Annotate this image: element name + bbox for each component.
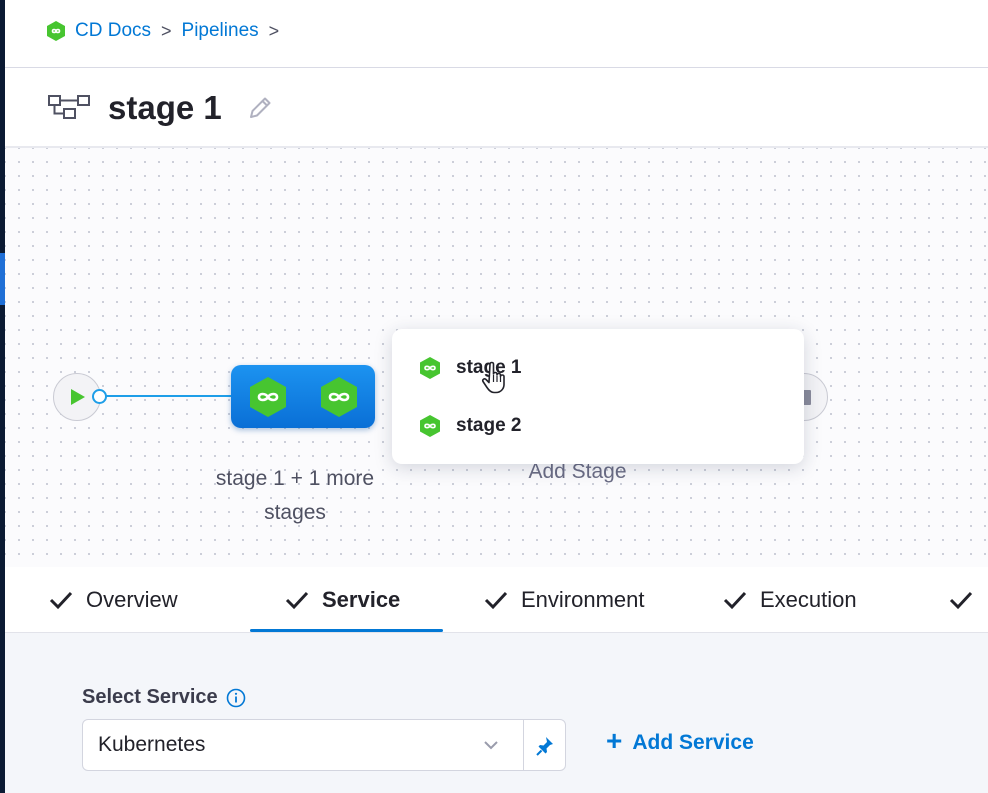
popover-stage-label: stage 1 [456,357,522,378]
popover-stage-label: stage 2 [456,415,522,436]
breadcrumb-project-link[interactable]: CD Docs [75,20,152,41]
stage-connector-line [106,395,232,397]
check-icon [285,591,309,610]
select-service-label: Select Service [82,686,246,709]
check-icon [484,591,508,610]
select-service-label-text: Select Service [82,686,218,708]
page-title: stage 1 [108,89,222,126]
left-nav-strip [0,0,5,793]
service-select-dropdown[interactable]: Kubernetes [82,719,524,771]
pipeline-icon [48,95,90,119]
add-service-button[interactable]: + Add Service [606,725,754,756]
service-select-value: Kubernetes [98,733,206,756]
stage-tabs: Overview Service Environment Execution [5,567,988,633]
breadcrumb: CD Docs > Pipelines > [45,17,281,45]
plus-icon: + [606,725,623,756]
connector-port[interactable] [92,389,107,404]
tab-overview[interactable]: Overview [48,567,178,633]
pencil-icon[interactable] [246,94,274,122]
check-icon [723,591,747,610]
left-nav-active-indicator [0,253,5,305]
check-icon [49,591,73,610]
breadcrumb-separator: > [268,20,280,41]
check-icon [949,591,973,610]
pin-icon [536,737,553,756]
deploy-stage-hex-icon [321,377,357,417]
header-shadow [5,146,988,148]
header-divider [5,67,988,68]
add-service-label: Add Service [632,730,754,754]
tab-execution[interactable]: Execution [722,567,857,633]
stage-group-node[interactable] [231,365,375,428]
breadcrumb-pipelines-link[interactable]: Pipelines [181,20,259,41]
stage-group-label: stage 1 + 1 more stages [215,467,375,524]
tab-label: Overview [86,587,178,612]
tab-next-partial[interactable] [948,567,986,633]
chevron-down-icon [484,741,498,750]
tab-label: Environment [521,587,645,612]
deploy-stage-hex-icon [420,415,440,437]
tab-environment[interactable]: Environment [483,567,645,633]
stop-icon [803,390,811,405]
breadcrumb-separator: > [161,20,172,41]
deploy-stage-hex-icon [250,377,286,417]
tab-label: Execution [760,587,857,612]
popover-stage-item[interactable]: stage 2 [419,411,521,441]
deploy-stage-hex-icon [420,357,440,379]
page-header: stage 1 [47,84,274,132]
pin-button[interactable] [523,719,566,771]
active-tab-indicator [250,629,443,632]
stage-group-popover: stage 1 stage 2 [392,329,804,464]
add-stage-button[interactable]: Add Stage [528,460,627,483]
popover-stage-item[interactable]: stage 1 [419,353,521,383]
info-icon[interactable] [226,688,246,708]
tab-label: Service [322,587,401,612]
tab-service[interactable]: Service [284,567,400,633]
cd-module-icon [47,21,65,41]
play-icon [71,389,85,405]
